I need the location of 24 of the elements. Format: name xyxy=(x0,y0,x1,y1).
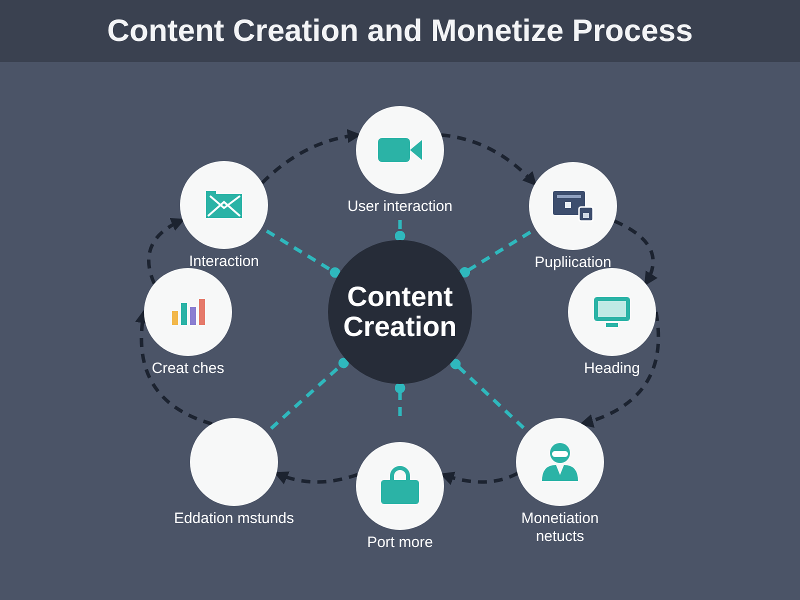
node-label: Pupliication xyxy=(534,254,612,272)
dashed-connector xyxy=(450,358,525,430)
dashed-arrow xyxy=(136,309,213,426)
dashed-arrow xyxy=(274,471,358,484)
node-label: Creat ches xyxy=(150,360,226,378)
dashed-connector xyxy=(460,230,532,278)
dashed-arrow xyxy=(614,219,658,286)
dashed-arrow xyxy=(440,471,518,485)
diagram-title: Content Creation and Monetize Process xyxy=(107,12,693,50)
dashed-connector xyxy=(394,382,406,416)
node-label: User interaction xyxy=(346,198,454,216)
dashed-connector xyxy=(270,358,349,430)
center-label: Content Creation xyxy=(342,282,458,342)
node-label: Monetiation netucts xyxy=(520,510,600,546)
node-label: Port more xyxy=(366,534,434,552)
dashed-arrow xyxy=(441,133,537,186)
node-label: Heading xyxy=(583,360,641,378)
node-label: Interaction xyxy=(188,253,260,271)
dashed-arrow xyxy=(147,218,186,284)
dashed-connector xyxy=(266,229,340,278)
dashed-arrow xyxy=(579,312,660,428)
dashed-arrow xyxy=(260,129,362,184)
dashed-connector xyxy=(394,220,406,242)
node-label: Eddation mstunds xyxy=(172,510,296,528)
